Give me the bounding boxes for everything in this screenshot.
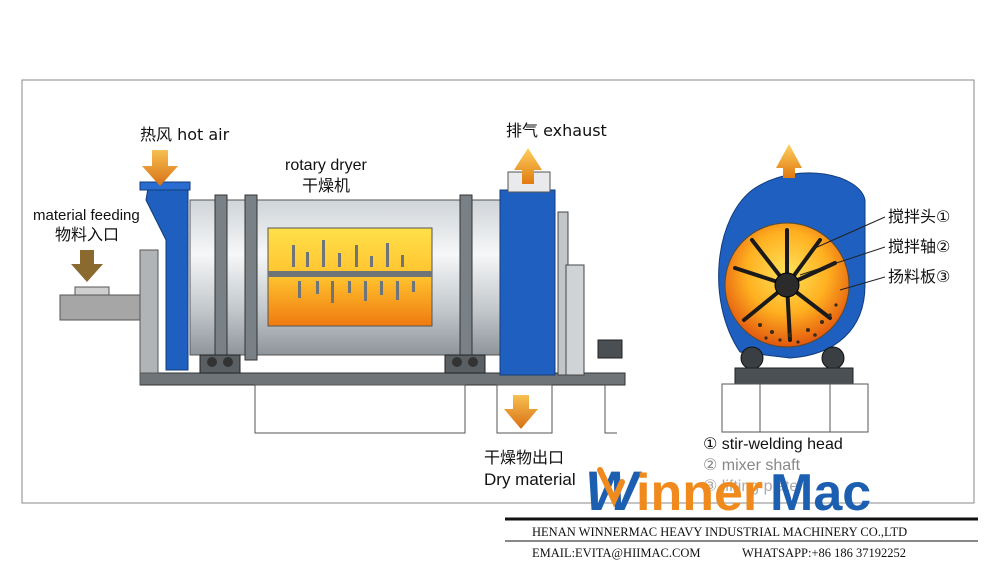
cross-section — [718, 144, 886, 433]
exhaust-column — [499, 189, 556, 376]
cross-foundation — [721, 383, 869, 433]
roller-support-1 — [199, 354, 241, 374]
roller-wheel-4 — [468, 357, 478, 367]
outlet-en-label: Dry material — [484, 470, 576, 489]
riding-ring-left — [214, 194, 228, 361]
logo-inner: inner — [636, 464, 763, 522]
leader-line-2 — [799, 246, 886, 276]
logo-w: W — [585, 459, 642, 522]
roller-wheel-1 — [207, 357, 217, 367]
exhaust-arrow-icon — [514, 148, 542, 184]
base-foundation-left — [254, 384, 466, 434]
part-1-label: 搅拌头① — [888, 207, 950, 226]
cross-exhaust-arrow-icon — [776, 144, 802, 178]
material-feeding-label: material feeding — [33, 207, 140, 224]
mixer-hub — [774, 272, 800, 298]
rotary-dryer-label: rotary dryer — [285, 157, 367, 174]
drive-housing — [565, 264, 585, 376]
diagram-frame — [21, 79, 975, 504]
contact-email: EMAIL:EVITA@HIIMAC.COM — [532, 546, 700, 560]
base-leg-right — [604, 385, 617, 434]
support-roller-right — [821, 346, 845, 370]
legend-2: ② mixer shaft — [703, 457, 801, 474]
side-view — [59, 148, 626, 434]
logo-w-accent — [597, 467, 625, 508]
logo-mac: Mac — [770, 464, 871, 522]
contact-whatsapp: WHATSAPP:+86 186 37192252 — [742, 546, 906, 560]
heating-shaft — [268, 271, 432, 277]
feed-arrow-icon — [71, 250, 103, 282]
material-feeding-cn-label: 物料入口 — [55, 225, 119, 244]
hot-air-inlet-top — [139, 181, 191, 191]
company-name: HENAN WINNERMAC HEAVY INDUSTRIAL MACHINE… — [532, 525, 907, 539]
riding-ring-3 — [459, 194, 473, 361]
part-3-label: 扬料板③ — [888, 267, 950, 286]
roller-base — [734, 367, 854, 385]
outlet-arrow-icon — [504, 395, 538, 429]
part-2-label: 搅拌轴② — [888, 237, 950, 256]
rotary-dryer-cn-label: 干燥机 — [302, 176, 350, 195]
support-roller-left — [740, 346, 764, 370]
leader-line-3 — [839, 276, 886, 291]
winnermac-logo: W inner Mac — [585, 459, 871, 522]
hot-air-arrow-icon — [142, 150, 178, 186]
cross-foundation-divider — [759, 384, 831, 432]
outlet-cn-label: 干燥物出口 — [484, 448, 564, 467]
feed-hopper-plate — [74, 286, 110, 296]
leader-line-1 — [814, 216, 886, 249]
roller-wheel-3 — [452, 357, 462, 367]
legend-3: ③ lifting plate — [703, 478, 798, 495]
drive-motor — [597, 339, 623, 359]
feed-support — [139, 249, 159, 374]
legend-1: ① stir-welding head — [703, 436, 843, 453]
riding-ring-2 — [244, 194, 258, 361]
hot-air-label: 热风 hot air — [140, 125, 230, 144]
roller-wheel-2 — [223, 357, 233, 367]
material-particles — [758, 303, 838, 344]
exhaust-label: 排气 exhaust — [506, 121, 607, 140]
roller-support-2 — [444, 354, 486, 374]
paddles — [292, 240, 415, 303]
